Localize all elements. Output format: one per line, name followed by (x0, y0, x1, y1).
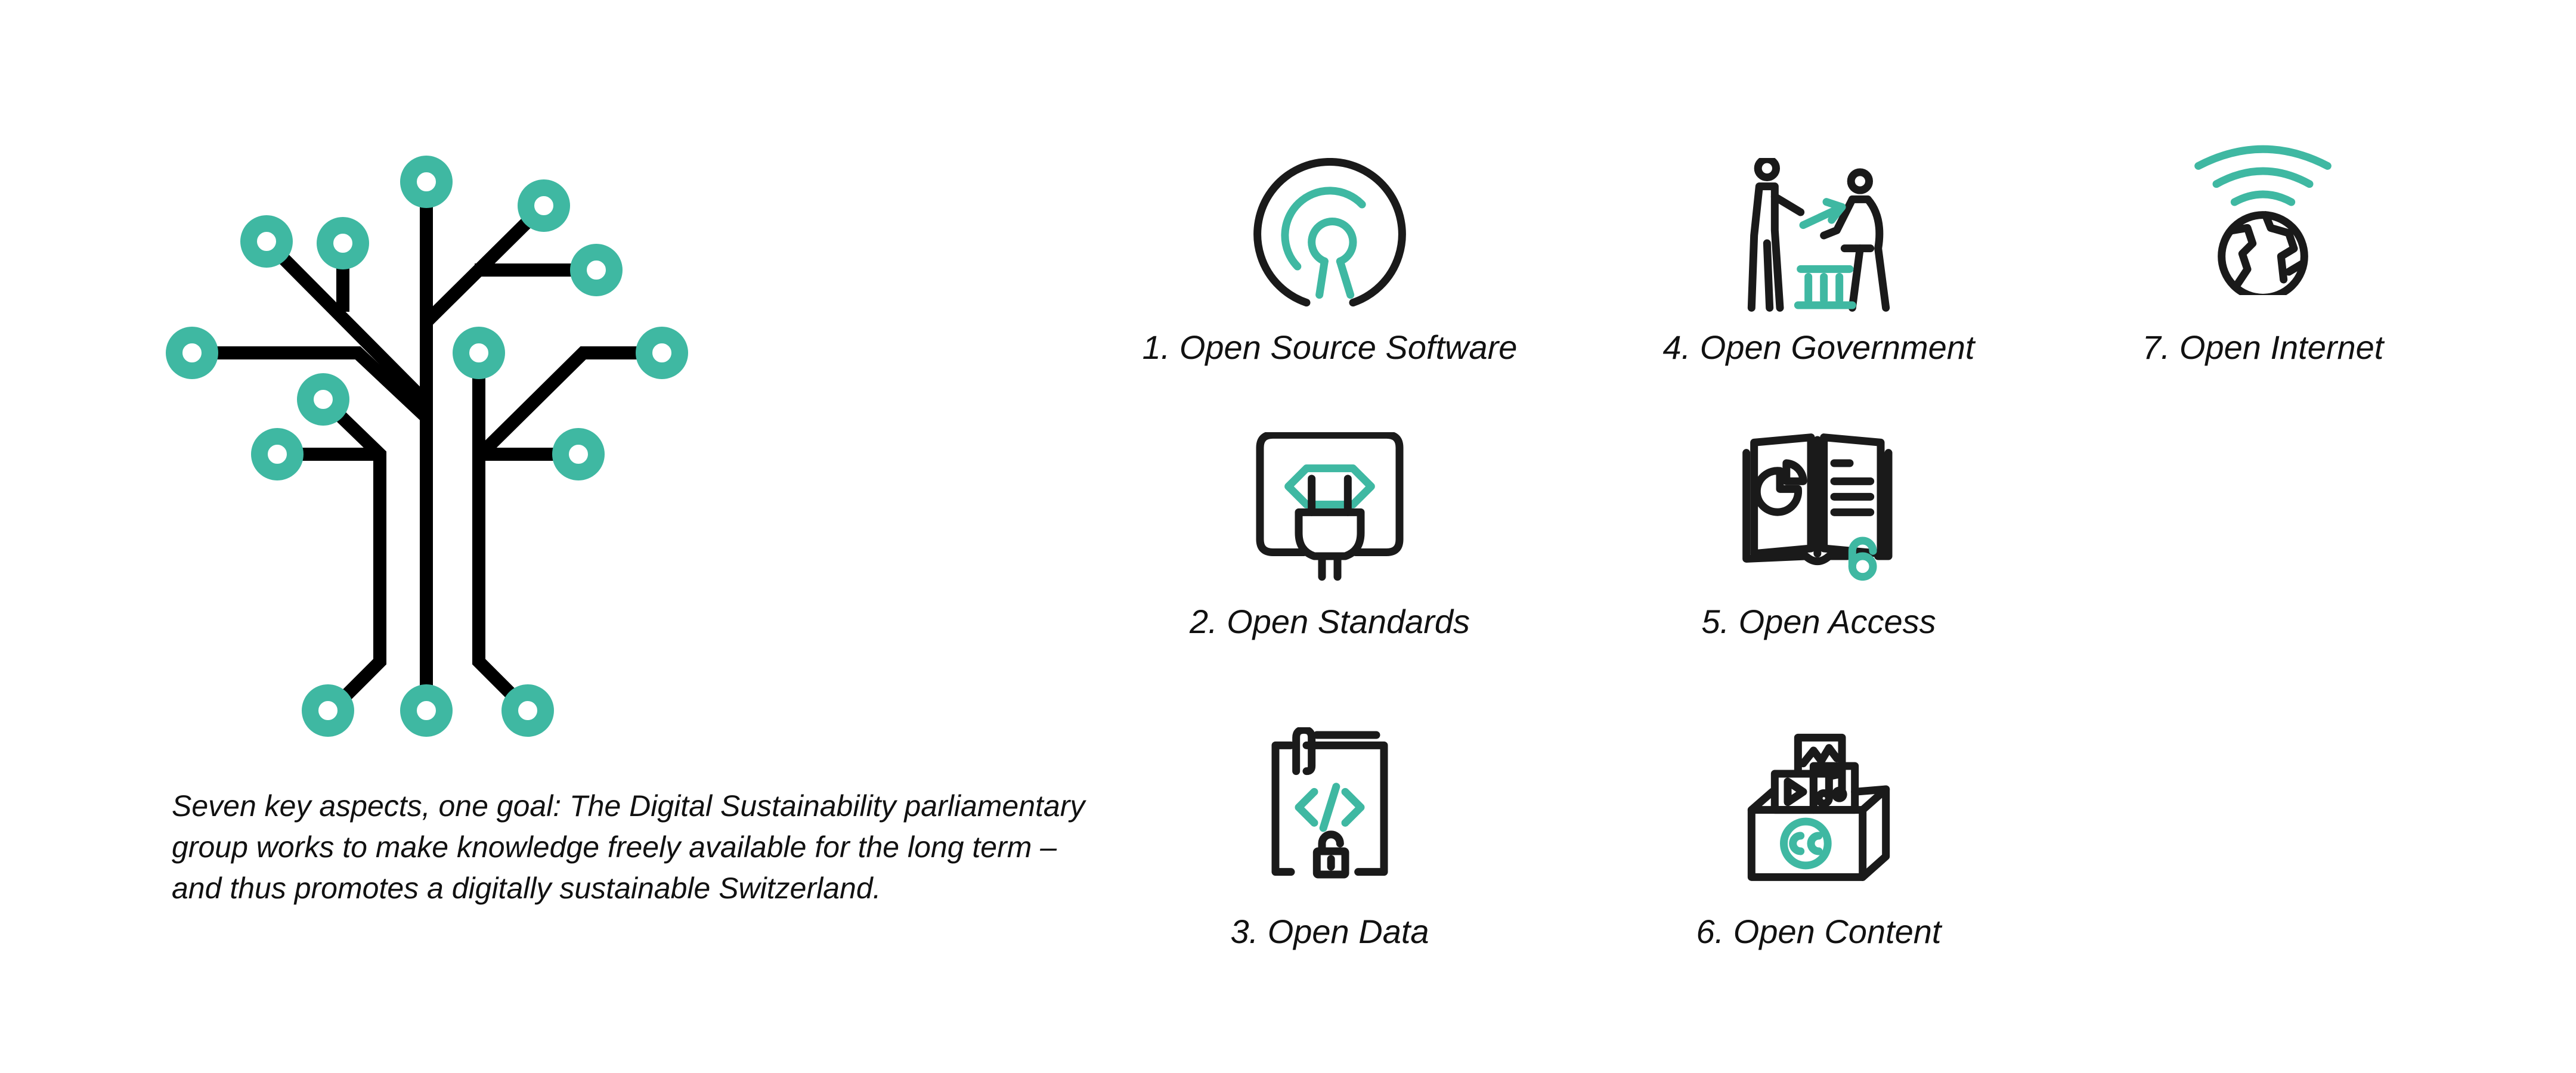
aspect-label: 2. Open Standards (1189, 603, 1470, 640)
circuit-tree-icon (166, 156, 688, 737)
aspect-label: 7. Open Internet (2142, 328, 2384, 366)
aspect-label: 1. Open Source Software (1142, 328, 1518, 366)
open-book-icon (1742, 433, 1893, 581)
aspect-label: 6. Open Content (1696, 913, 1942, 950)
aspect-label: 3. Open Data (1230, 913, 1429, 950)
open-source-icon (1253, 158, 1406, 307)
code-document-icon (1271, 727, 1388, 879)
description-text: Seven key aspects, one goal: The Digital… (172, 789, 1085, 905)
aspect-label: 4. Open Government (1662, 328, 1975, 366)
plug-icon (1256, 432, 1404, 581)
aspect-label: 5. Open Access (1701, 603, 1936, 640)
globe-wifi-icon (2194, 145, 2332, 295)
government-people-icon (1747, 158, 1890, 312)
creative-commons-box-icon (1747, 733, 1890, 881)
